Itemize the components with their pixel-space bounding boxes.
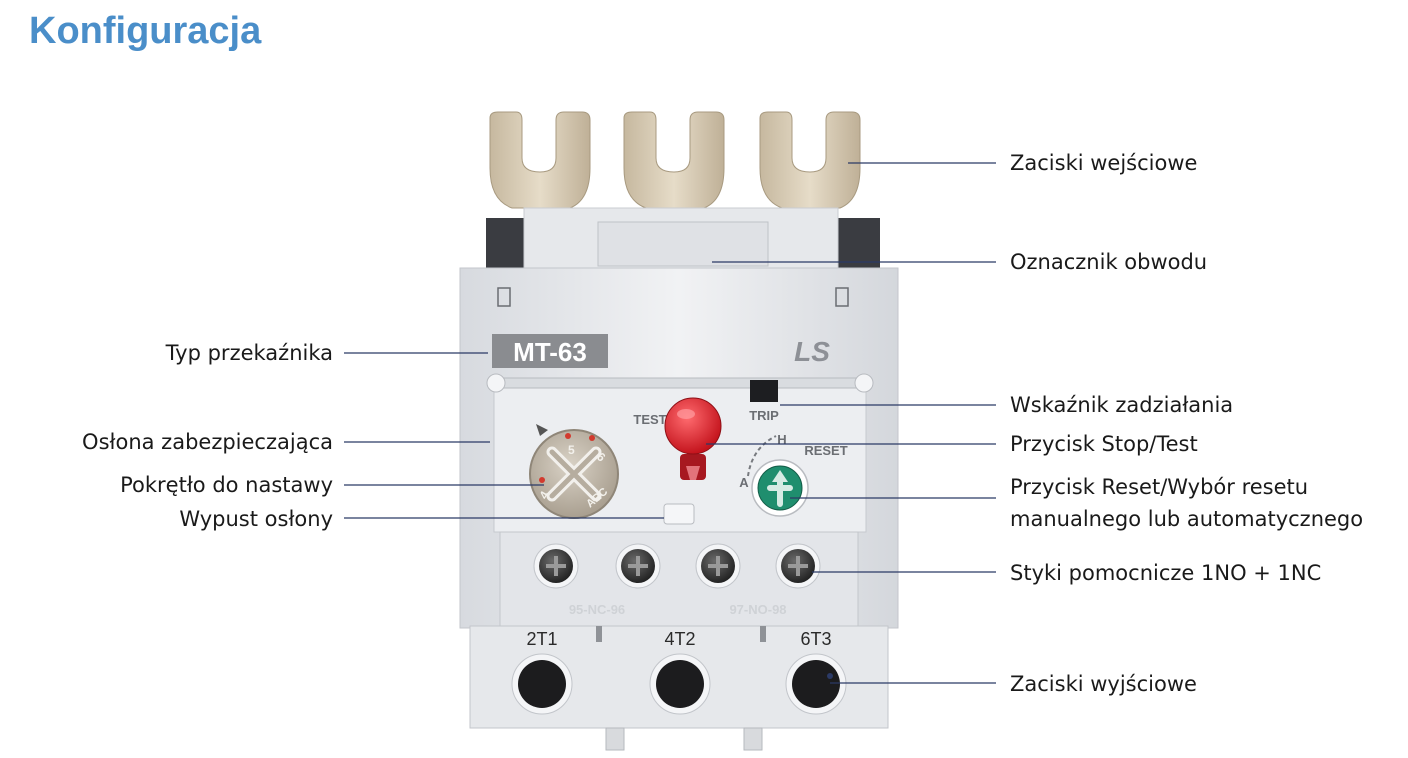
label-cover-tab: Wypust osłony: [179, 507, 333, 531]
test-label: TEST: [633, 412, 666, 427]
reset-button[interactable]: [751, 459, 809, 517]
brand-logo: LS: [794, 336, 830, 367]
input-fork-right: [759, 111, 861, 209]
label-reset-button-line1: Przycisk Reset/Wybór resetu: [1010, 475, 1308, 499]
aux-screws[interactable]: [533, 543, 821, 589]
page-title: Konfiguracja: [29, 10, 262, 52]
label-trip-indicator: Wskaźnik zadziałania: [1010, 393, 1233, 417]
label-circuit-marker: Oznacznik obwodu: [1010, 250, 1207, 274]
label-setting-dial: Pokrętło do nastawy: [120, 473, 333, 497]
model-plate: [492, 334, 608, 368]
label-input-terminals: Zaciski wejściowe: [1010, 151, 1197, 175]
a-mark: A: [739, 475, 749, 490]
circuit-marker-window: [597, 221, 769, 267]
aux-right-label: 97-NO-98: [729, 602, 786, 617]
label-reset-button-line2: manualnego lub automatycznego: [1010, 507, 1363, 531]
leader-lines: [344, 162, 996, 684]
cover-tab[interactable]: [663, 503, 695, 525]
stop-test-button[interactable]: [664, 397, 722, 480]
terminal-label-2t1: 2T1: [526, 629, 557, 649]
model-label: MT-63: [513, 337, 587, 367]
reset-label: RESET: [804, 443, 847, 458]
relay-housing: MT-63 LS TRIP TEST RESET H A 4 5 6 ARC: [459, 207, 899, 751]
label-stop-test-button: Przycisk Stop/Test: [1010, 432, 1198, 456]
terminal-label-6t3: 6T3: [800, 629, 831, 649]
terminal-label-4t2: 4T2: [664, 629, 695, 649]
output-terminals[interactable]: [511, 653, 847, 715]
h-mark: H: [777, 432, 786, 447]
label-protective-cover: Osłona zabezpieczająca: [82, 430, 333, 454]
label-output-terminals: Zaciski wyjściowe: [1010, 672, 1197, 696]
label-aux-contacts: Styki pomocnicze 1NO + 1NC: [1010, 561, 1321, 585]
aux-left-label: 95-NC-96: [569, 602, 625, 617]
dial-mark-5: 5: [568, 443, 575, 457]
input-fork-left: [489, 111, 591, 209]
setting-dial[interactable]: 4 5 6 ARC: [529, 424, 619, 519]
label-relay-type: Typ przekaźnika: [165, 341, 333, 365]
trip-label: TRIP: [749, 408, 779, 423]
trip-indicator-flag: [750, 380, 778, 402]
callout-labels: Zaciski wejściowe Oznacznik obwodu Typ p…: [82, 151, 1363, 696]
input-fork-middle: [623, 111, 725, 209]
input-terminals: [489, 111, 861, 209]
